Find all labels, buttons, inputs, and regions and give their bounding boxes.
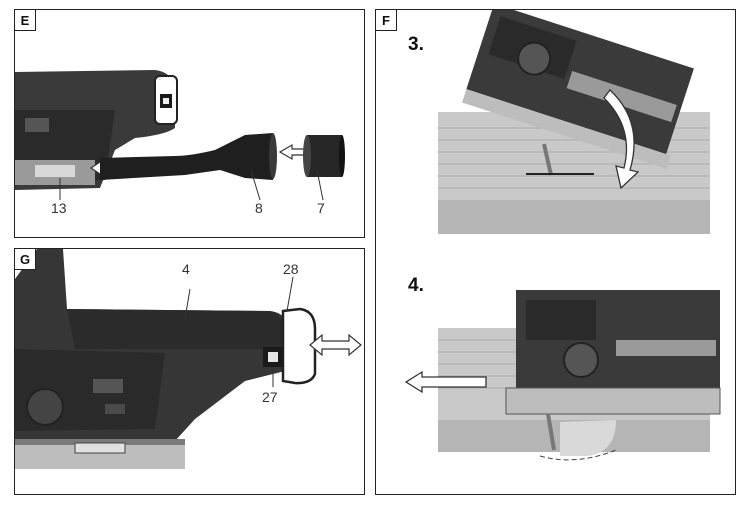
vent xyxy=(25,118,49,132)
cutout-region xyxy=(560,420,616,456)
adapter-8 xyxy=(100,133,273,180)
saw-blade-step-4 xyxy=(546,413,556,451)
vent-slots xyxy=(93,379,123,393)
rotate-arrow xyxy=(603,89,640,190)
release-button-27-face xyxy=(268,352,278,362)
panel-f-tag: F xyxy=(376,10,397,31)
hose-7-rear xyxy=(339,135,345,177)
jigsaw-handle-top xyxy=(67,309,289,349)
speed-dial xyxy=(26,388,64,426)
feed-direction-arrow xyxy=(404,370,487,394)
vent-slots-2 xyxy=(105,404,125,414)
base-lever xyxy=(74,442,126,454)
release-button xyxy=(163,98,169,104)
panel-g-illustration xyxy=(15,249,362,469)
callout-27: 27 xyxy=(262,389,278,405)
jigsaw-step-3 xyxy=(462,10,694,169)
board-step-3-edge xyxy=(438,200,710,234)
callout-13: 13 xyxy=(51,200,67,216)
leader-28 xyxy=(286,276,294,312)
leader-4 xyxy=(184,288,191,320)
callout-28: 28 xyxy=(283,261,299,277)
rear-bumper-28 xyxy=(281,307,317,385)
step-label-3: 3. xyxy=(408,34,424,55)
jigsaw-step-4-band xyxy=(616,340,716,356)
panel-g: G 4 28 27 xyxy=(14,248,365,495)
leader-8 xyxy=(250,169,261,201)
base-plate-step-4 xyxy=(505,387,721,415)
jigsaw-step-4-panel xyxy=(526,300,596,340)
speed-dial-step-4 xyxy=(563,342,599,378)
hose-7 xyxy=(307,135,342,177)
hose-7-end xyxy=(303,135,311,177)
callout-8: 8 xyxy=(255,200,263,216)
leader-7 xyxy=(316,169,324,201)
dust-port-latch xyxy=(35,165,75,177)
base-plate-edge xyxy=(15,439,185,445)
callout-7: 7 xyxy=(317,200,325,216)
insert-arrow-e2 xyxy=(278,143,306,161)
panel-e: E 13 8 7 xyxy=(14,9,365,238)
step-label-4: 4. xyxy=(408,275,424,296)
saw-blade-step-3 xyxy=(542,143,553,176)
panel-g-tag: G xyxy=(15,249,36,270)
panel-f: F xyxy=(375,9,736,495)
callout-4: 4 xyxy=(182,261,190,277)
panel-f-illustration xyxy=(404,10,721,461)
adapter-8-end xyxy=(269,133,277,179)
slide-double-arrow xyxy=(309,333,362,357)
panel-e-illustration xyxy=(15,70,345,201)
panel-e-tag: E xyxy=(15,10,36,31)
